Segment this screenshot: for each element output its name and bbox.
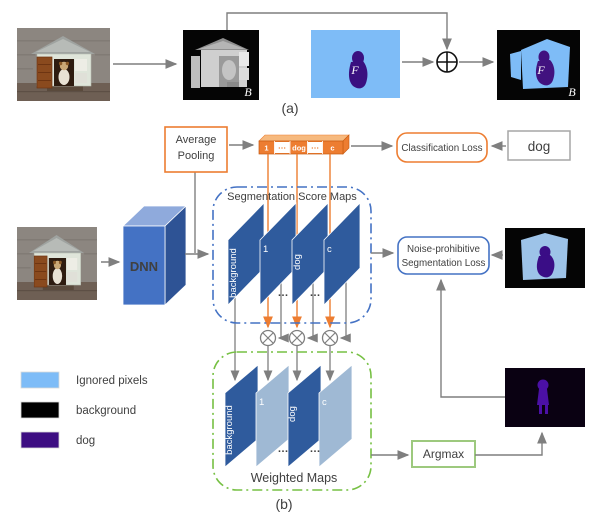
legend-swatch-ignored	[20, 371, 60, 389]
vector-cell-1: 1	[264, 144, 268, 153]
circled-plus-icon	[436, 51, 458, 73]
f-map-label: F	[350, 63, 359, 77]
weighted-maps-title: Weighted Maps	[251, 471, 338, 485]
classification-loss-label: Classification Loss	[401, 143, 482, 154]
line-bmask-to-plus	[226, 12, 452, 51]
argmax-box: Argmax	[411, 440, 476, 468]
vector-cell-c: c	[330, 144, 334, 153]
weighted-plane-1-label: 1	[259, 397, 264, 408]
weighted-plane-c	[318, 364, 353, 468]
input-photo-a	[16, 27, 111, 102]
panel-b-caption: (b)	[275, 496, 292, 512]
panel-a-caption: (a)	[281, 100, 298, 116]
argmax-label: Argmax	[423, 447, 464, 461]
composite-result-image: F B	[497, 30, 580, 100]
legend-label-ignored: Ignored pixels	[76, 375, 148, 387]
score-maps-ellipsis-2: …	[310, 287, 321, 299]
legend-label-dog: dog	[76, 435, 95, 447]
vector-cell-dots1: ⋯	[278, 144, 286, 153]
average-pooling-box: Average Pooling	[164, 126, 228, 173]
result-b-label: B	[568, 85, 576, 99]
segmentation-score-maps-box: background 1 dog c … … Segmentation Scor…	[212, 186, 372, 324]
circled-times-icon	[288, 329, 306, 347]
image-class-label-box: dog	[507, 130, 571, 161]
dnn-block: DNN	[122, 205, 187, 306]
score-plane-1-label: 1	[263, 244, 268, 255]
multiply-nodes	[259, 329, 339, 347]
line-argmax-result-to-segloss	[436, 278, 505, 398]
weighted-maps-ellipsis-2: …	[310, 443, 321, 455]
avg-pool-line2: Pooling	[178, 150, 215, 162]
input-photo-b	[16, 226, 98, 301]
vector-cell-dog: dog	[292, 144, 306, 153]
classification-loss-box: Classification Loss	[396, 132, 488, 163]
segmentation-loss-box: Noise-prohibitive Segmentation Loss	[397, 236, 490, 275]
dnn-label: DNN	[130, 259, 158, 274]
score-maps-ellipsis-1: …	[278, 287, 289, 299]
segmentation-target-image	[505, 228, 585, 288]
seg-loss-line2: Segmentation Loss	[402, 258, 486, 269]
legend-swatch-dog	[20, 431, 60, 449]
circled-times-icon	[321, 329, 339, 347]
result-f-label: F	[536, 63, 545, 77]
weighted-plane-c-label: c	[322, 397, 327, 408]
score-maps-title: Segmentation Score Maps	[227, 191, 357, 203]
weighted-plane-background-label: background	[224, 405, 235, 455]
image-class-label: dog	[528, 139, 551, 154]
vector-cell-dots2: ⋯	[311, 144, 319, 153]
weighted-maps-box: background 1 dog c … … Weighted Maps	[212, 351, 372, 491]
arrow-argmax-to-result	[475, 431, 547, 456]
score-plane-dog-label: dog	[292, 254, 303, 270]
score-plane-c	[323, 202, 361, 306]
score-plane-c-label: c	[327, 244, 332, 255]
circled-times-icon	[259, 329, 277, 347]
background-mask-image: B	[183, 30, 259, 100]
b-mask-label: B	[244, 85, 252, 99]
score-plane-background-label: background	[228, 248, 239, 298]
weighted-maps-ellipsis-1: …	[278, 443, 289, 455]
legend-swatch-background	[20, 401, 60, 419]
argmax-result-image	[505, 368, 585, 427]
legend-label-background: background	[76, 405, 136, 417]
weighted-plane-dog-label: dog	[287, 406, 298, 422]
seg-loss-line1: Noise-prohibitive	[407, 244, 481, 255]
foreground-map-image: F	[311, 30, 400, 98]
class-score-vector: 1 ⋯ dog ⋯ c	[258, 134, 350, 155]
legend: Ignored pixels background dog	[20, 371, 148, 449]
avg-pool-line1: Average	[176, 134, 217, 146]
